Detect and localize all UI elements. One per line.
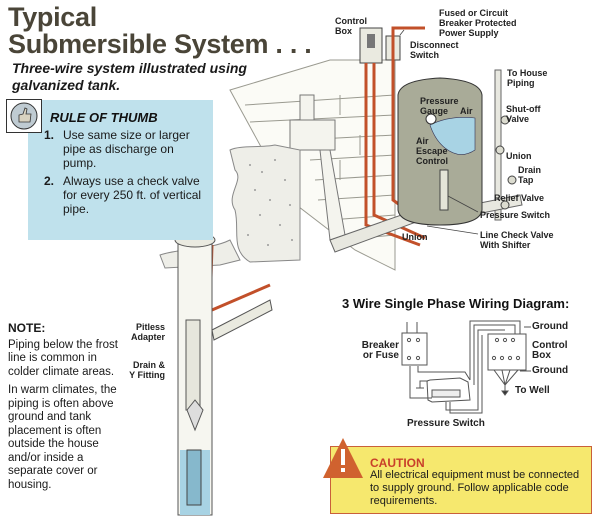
label-line: Escape [416,146,448,156]
rule-text: Always use a check valve for every 250 f… [63,174,202,216]
caution-box [330,446,592,514]
label-line: Switch [410,50,440,60]
label-line: To House [507,68,548,78]
label-air: Air [460,106,473,116]
wiring-schematic [401,320,531,414]
label-line: Control [532,340,568,351]
label-union-left: Union [402,232,428,242]
well-casing [174,232,273,516]
rule-item: 2. Always use a check valve for every 25… [44,174,209,216]
label-line: Pressure [420,96,459,106]
label-shutoff-valve: Shut-off Valve [506,104,540,124]
label-line: Tap [518,175,534,185]
label-line: Breaker Protected [439,18,517,28]
rule-of-thumb-box [28,100,213,240]
pressure-tank [397,77,483,226]
warning-triangle-icon [323,438,363,478]
subtitle-line-2: galvanized tank. [12,77,121,93]
label-line: Y Fitting [129,370,165,380]
wiring-diagram-title: 3 Wire Single Phase Wiring Diagram: [342,296,570,311]
title-line-1: Typical [8,2,97,32]
label-pitless-adapter: Pitless Adapter [120,322,165,342]
rule-item: 1. Use same size or larger pipe as disch… [44,128,209,170]
label-line: Gauge [420,106,449,116]
label-pressure-switch: Pressure Switch [480,210,551,220]
label-ground-top: Ground [532,321,569,332]
label-line: Air [416,136,429,146]
label-pressure-gauge: Pressure Gauge [420,96,459,116]
label-ground-bottom: Ground [532,365,569,376]
label-line: Control [416,156,448,166]
note-paragraph: Piping below the frost line is common in… [8,338,118,378]
label-control-box: Control Box [335,16,367,36]
control-box-unit [359,27,383,64]
caution-heading: CAUTION [370,456,425,470]
label-line: Valve [506,114,530,124]
label-drain-tap: Drain Tap [518,165,541,185]
label-breaker-fuse: Breaker or Fuse [355,341,399,361]
note-heading: NOTE: [8,321,46,335]
label-line: Box [532,350,551,361]
subtitle: Three-wire system illustrated using galv… [12,60,247,94]
valves [495,115,517,210]
foundation-block [289,94,346,241]
label-line: Fused or Circuit [439,8,509,18]
label-control-box-wiring: Control Box [532,341,568,361]
label-line: Piping [507,78,535,88]
label-to-well: To Well [515,385,550,396]
page-title: Typical Submersible System . . . [8,2,312,59]
leader-lines [399,29,479,235]
label-line: Breaker [361,340,399,351]
rule-list: 1. Use same size or larger pipe as disch… [44,128,209,220]
label-line: Control [335,16,367,26]
note-paragraph: In warm climates, the piping is often ab… [8,384,117,491]
label-disconnect-switch: Disconnect Switch [410,40,459,60]
label-relief-valve: Relief Valve [494,193,545,203]
note-section: NOTE: Piping below the frost line is com… [8,321,124,497]
thumbs-up-icon [6,99,42,133]
label-line: With Shifter [480,240,531,250]
label-line: Shut-off [506,104,541,114]
label-line: Pitless [135,322,165,332]
label-pressure-switch-wiring: Pressure Switch [407,418,485,429]
subtitle-line-1: Three-wire system illustrated using [12,60,247,76]
label-power-supply: Fused or Circuit Breaker Protected Power… [439,8,517,38]
title-line-2: Submersible System . . . [8,29,312,59]
caution-text: All electrical equipment must be connect… [370,469,580,507]
label-drain-y-fitting: Drain & Y Fitting [118,360,165,380]
label-line: Box [335,26,353,36]
label-union-right: Union [506,151,532,161]
rule-text: Use same size or larger pipe as discharg… [63,128,190,170]
label-line-check-valve: Line Check Valve With Shifter [480,230,554,250]
rule-number: 2. [44,174,55,188]
label-to-house-piping: To House Piping [507,68,547,88]
label-line: Adapter [130,332,165,342]
rule-number: 1. [44,128,55,142]
label-line: Power Supply [439,28,499,38]
rule-of-thumb-heading: RULE OF THUMB [50,110,158,125]
label-air-escape-control: Air Escape Control [416,136,448,166]
label-line: Disconnect [410,40,459,50]
label-line: Drain [518,165,542,175]
label-line: Line Check Valve [480,230,554,240]
label-line: or Fuse [362,350,399,361]
label-line: Drain & [132,360,165,370]
